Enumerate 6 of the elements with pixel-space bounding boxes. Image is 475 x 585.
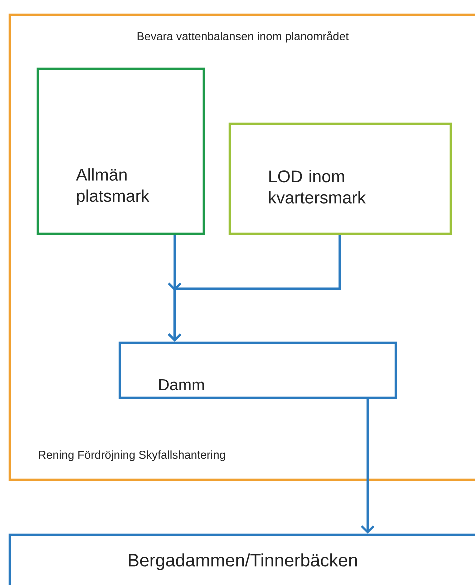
process-box: Bergadammen/Tinnerbäcken	[8, 534, 475, 585]
arrow	[361, 399, 375, 534]
process-box: Allmän platsmark	[36, 68, 206, 236]
process-box: LOD inom kvartersmark	[228, 122, 452, 236]
process-box: Damm	[118, 342, 398, 400]
arrow	[168, 235, 341, 342]
